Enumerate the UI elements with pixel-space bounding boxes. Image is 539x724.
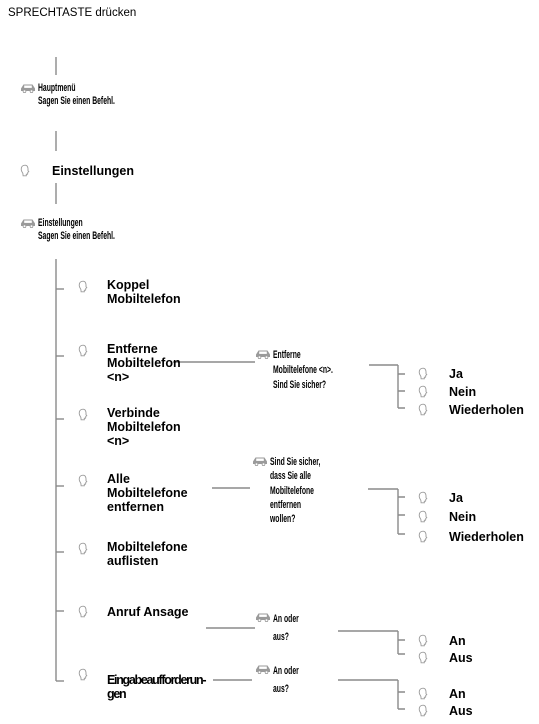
speech-icon [78, 605, 88, 618]
answer-no: Nein [449, 510, 477, 524]
answer-repeat: Wiederholen [449, 403, 524, 417]
speech-icon [418, 385, 428, 398]
speech-icon [78, 408, 88, 421]
speech-icon [78, 668, 88, 681]
speech-icon [78, 474, 88, 487]
speech-icon [418, 687, 428, 700]
command-connect-phone: Verbinde Mobiltelefon <n> [107, 406, 181, 448]
speech-icon [78, 542, 88, 555]
header-instruction: SPRECHTASTE drücken [8, 7, 137, 19]
prompt-prompts-on-off: An oder aus? [273, 665, 299, 695]
speech-icon [418, 704, 428, 717]
speech-icon [20, 164, 30, 177]
speech-icon [78, 344, 88, 357]
settings-menu-prompt: Sagen Sie einen Befehl. [38, 230, 115, 242]
prompt-remove-all-confirm: Sind Sie sicher, dass Sie alle Mobiltele… [270, 456, 321, 526]
car-icon [21, 84, 35, 93]
speech-icon [418, 634, 428, 647]
prompt-remove-confirm: Entferne Mobiltelefone <n>. Sind Sie sic… [273, 349, 333, 391]
command-remove-phone: Entferne Mobiltelefon <n> [107, 342, 181, 384]
car-icon [256, 665, 270, 674]
speech-icon [418, 530, 428, 543]
command-list-phones: Mobiltelefone auflisten [107, 540, 188, 568]
settings-command: Einstellungen [52, 164, 134, 178]
speech-icon [78, 280, 88, 293]
main-menu-prompt: Sagen Sie einen Befehl. [38, 95, 115, 107]
main-menu-title: Hauptmenü [38, 82, 76, 94]
speech-icon [418, 651, 428, 664]
answer-off: Aus [449, 704, 473, 718]
answer-repeat: Wiederholen [449, 530, 524, 544]
command-prompts: Eingabeaufforderun- gen [107, 673, 207, 701]
answer-on: An [449, 687, 466, 701]
speech-icon [418, 491, 428, 504]
answer-yes: Ja [449, 491, 463, 505]
answer-on: An [449, 634, 466, 648]
speech-icon [418, 403, 428, 416]
answer-off: Aus [449, 651, 473, 665]
command-remove-all-phones: Alle Mobiltelefone entfernen [107, 472, 188, 514]
answer-no: Nein [449, 385, 477, 399]
answer-yes: Ja [449, 367, 463, 381]
settings-menu-title: Einstellungen [38, 217, 83, 229]
command-call-announce: Anruf Ansage [107, 605, 189, 619]
prompt-announce-on-off: An oder aus? [273, 613, 299, 643]
speech-icon [418, 510, 428, 523]
car-icon [256, 350, 270, 359]
command-pair-phone: Koppel Mobiltelefon [107, 278, 181, 306]
car-icon [21, 219, 35, 228]
car-icon [253, 457, 267, 466]
speech-icon [418, 367, 428, 380]
car-icon [256, 613, 270, 622]
